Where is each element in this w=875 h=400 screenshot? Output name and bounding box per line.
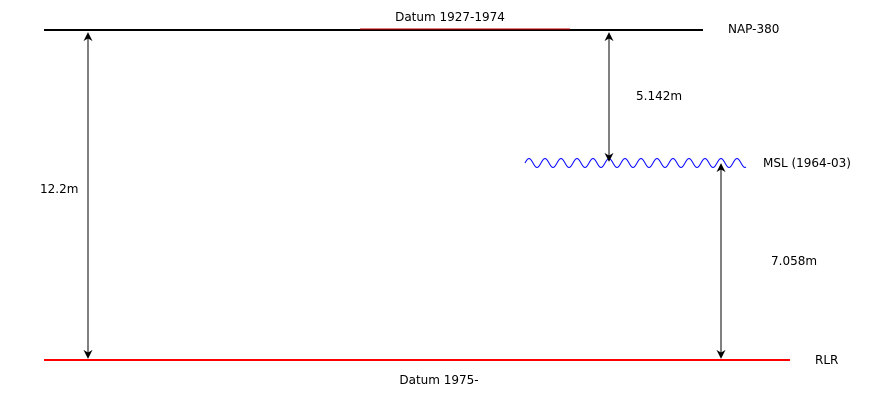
rlr-label: RLR bbox=[815, 353, 838, 367]
msl-label: MSL (1964-03) bbox=[763, 156, 851, 170]
total-height-label: 12.2m bbox=[40, 182, 78, 196]
nap-to-msl-label: 5.142m bbox=[636, 89, 682, 103]
msl-wave-line bbox=[524, 157, 747, 169]
top-datum-caption: Datum 1927-1974 bbox=[395, 10, 505, 24]
nap-380-label: NAP-380 bbox=[728, 22, 779, 36]
msl-to-rlr-label: 7.058m bbox=[771, 254, 817, 268]
bottom-datum-caption: Datum 1975- bbox=[399, 373, 478, 387]
